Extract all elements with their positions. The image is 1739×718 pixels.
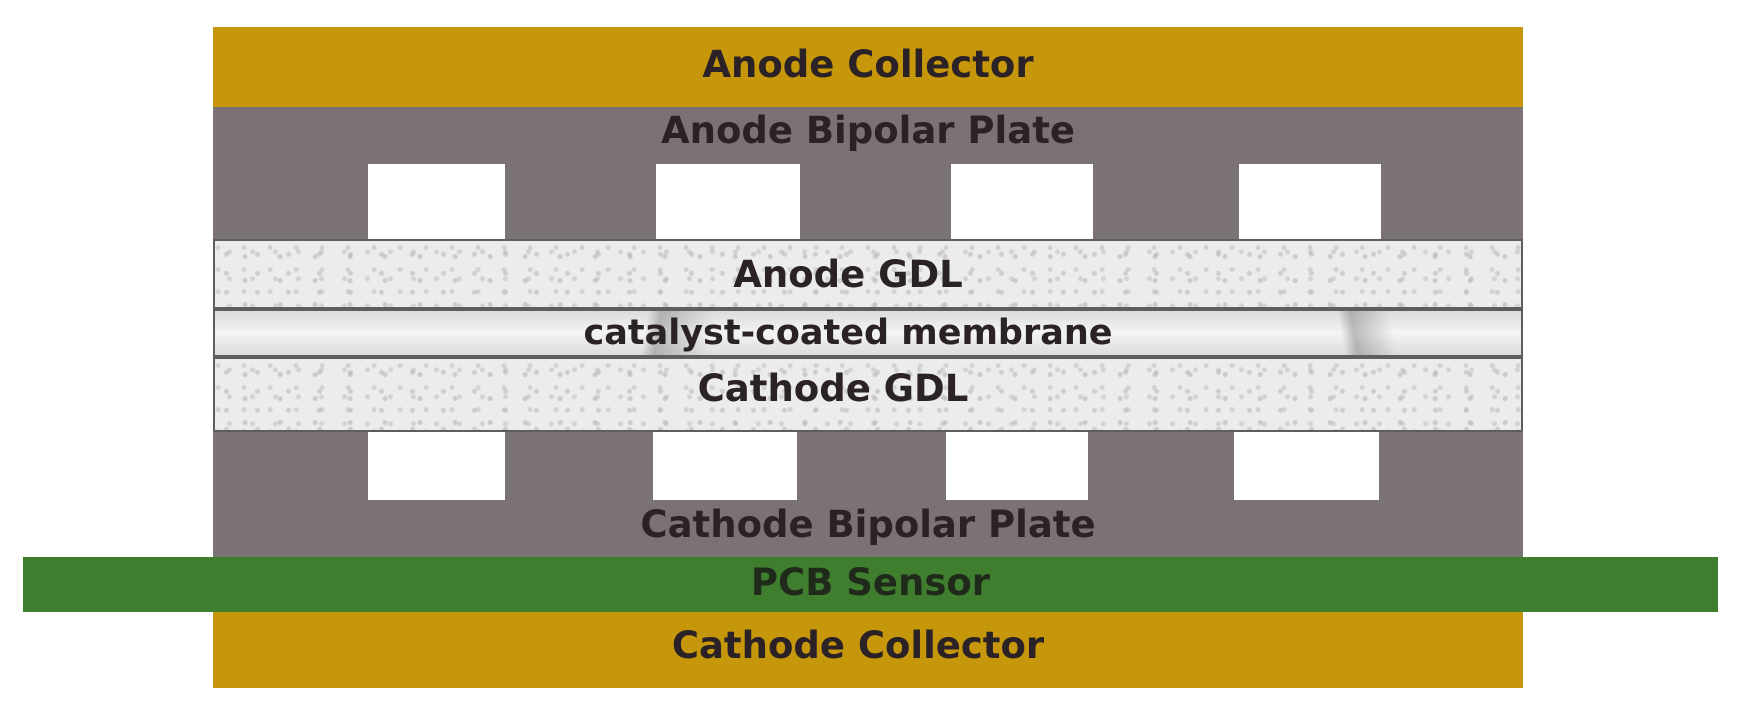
anode-collector-label: Anode Collector	[702, 43, 1034, 86]
cathode-flow-channel	[653, 432, 797, 500]
anode-bipolar-plate-label: Anode Bipolar Plate	[661, 109, 1075, 152]
cathode-gdl: Cathode GDL	[213, 357, 1523, 432]
pcb-sensor-label: PCB Sensor	[750, 561, 991, 604]
cathode-collector: Cathode Collector	[213, 612, 1523, 688]
anode-flow-channel	[656, 164, 800, 239]
anode-flow-channel	[368, 164, 505, 239]
anode-flow-channel	[1239, 164, 1381, 239]
membrane-label: catalyst-coated membrane	[583, 313, 1113, 353]
anode-flow-channel	[951, 164, 1093, 239]
anode-gdl: Anode GDL	[213, 239, 1523, 309]
cathode-bipolar-plate: Cathode Bipolar Plate	[213, 432, 1523, 557]
cathode-flow-channel	[946, 432, 1088, 500]
pcb-sensor: PCB Sensor	[23, 557, 1718, 612]
anode-collector: Anode Collector	[213, 27, 1523, 107]
cathode-flow-channel	[368, 432, 505, 500]
cathode-flow-channel	[1234, 432, 1379, 500]
catalyst-coated-membrane: catalyst-coated membrane	[213, 309, 1523, 357]
anode-gdl-label: Anode GDL	[733, 253, 963, 296]
cathode-gdl-label: Cathode GDL	[697, 367, 969, 410]
anode-bipolar-plate: Anode Bipolar Plate	[213, 107, 1523, 239]
cathode-bipolar-plate-label: Cathode Bipolar Plate	[640, 503, 1096, 546]
cathode-collector-label: Cathode Collector	[671, 624, 1045, 667]
